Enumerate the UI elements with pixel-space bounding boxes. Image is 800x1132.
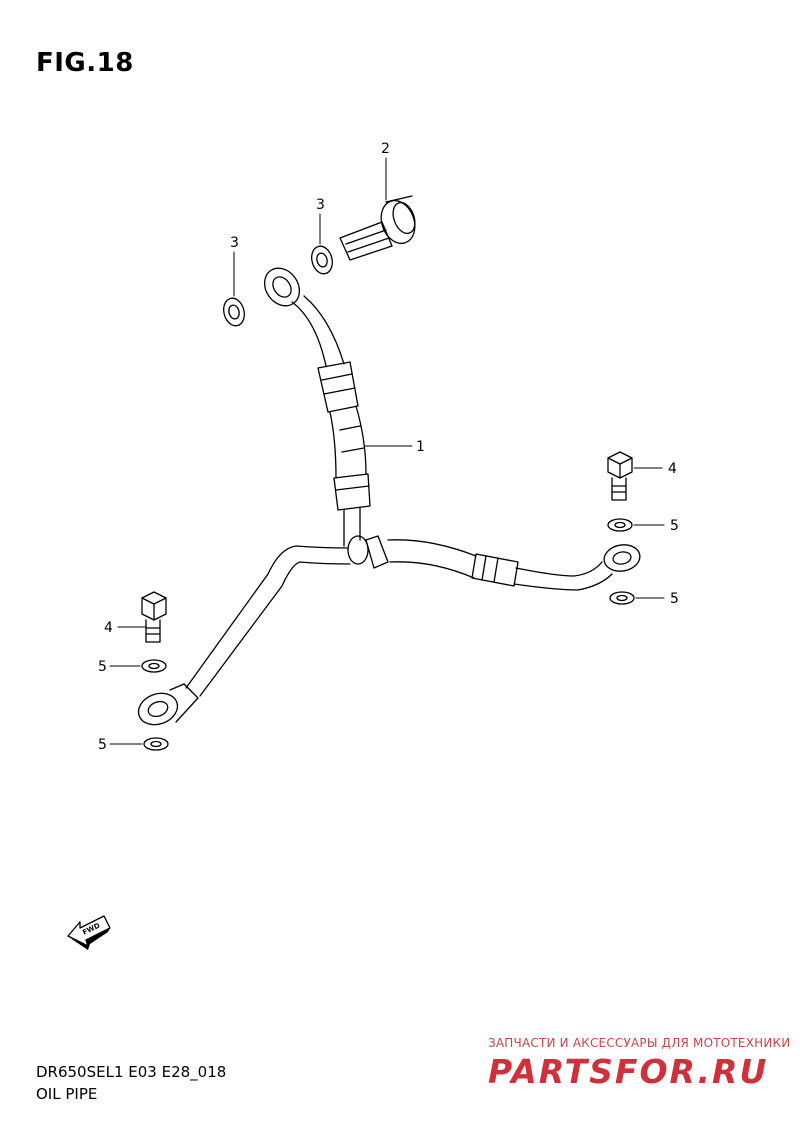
callout-5-right-bottom: 5 — [670, 591, 679, 607]
union-bolt-2 — [339, 195, 416, 261]
bolt-4-left — [141, 591, 167, 643]
callout-3-left: 3 — [230, 235, 239, 251]
bolt-4-right — [607, 451, 633, 501]
callout-2: 2 — [381, 141, 390, 157]
callout-4-left: 4 — [104, 620, 113, 636]
washer-5-right-top — [607, 518, 633, 532]
leader-lines — [109, 157, 665, 745]
diagram-code: DR650SEL1 E03 E28_018 — [36, 1063, 227, 1081]
callout-4-right: 4 — [668, 461, 677, 477]
oil-pipe-tee — [347, 535, 389, 569]
callout-5-right-top: 5 — [670, 518, 679, 534]
washer-5-left-top — [141, 659, 167, 673]
oil-pipe-right-branch — [387, 539, 641, 591]
oil-pipe-left-branch — [137, 545, 351, 726]
diagram-name: OIL PIPE — [36, 1085, 98, 1103]
callout-5-left-bottom: 5 — [98, 737, 107, 753]
gasket-3-upper — [311, 245, 333, 275]
fwd-arrow-icon: FWD — [67, 915, 111, 950]
gasket-3-left — [223, 297, 245, 327]
callout-3-upper: 3 — [316, 197, 325, 213]
callout-5-left-top: 5 — [98, 659, 107, 675]
figure-title: FIG.18 — [36, 48, 134, 78]
oil-pipe-main — [263, 267, 371, 547]
watermark-logo: PARTSFOR.RU — [488, 1052, 769, 1091]
washer-5-right-bottom — [609, 591, 635, 605]
washer-5-left-bottom — [143, 737, 169, 751]
watermark-tagline: ЗАПЧАСТИ И АКСЕССУАРЫ ДЛЯ МОТОТЕХНИКИ — [488, 1036, 791, 1050]
callout-1: 1 — [416, 439, 425, 455]
